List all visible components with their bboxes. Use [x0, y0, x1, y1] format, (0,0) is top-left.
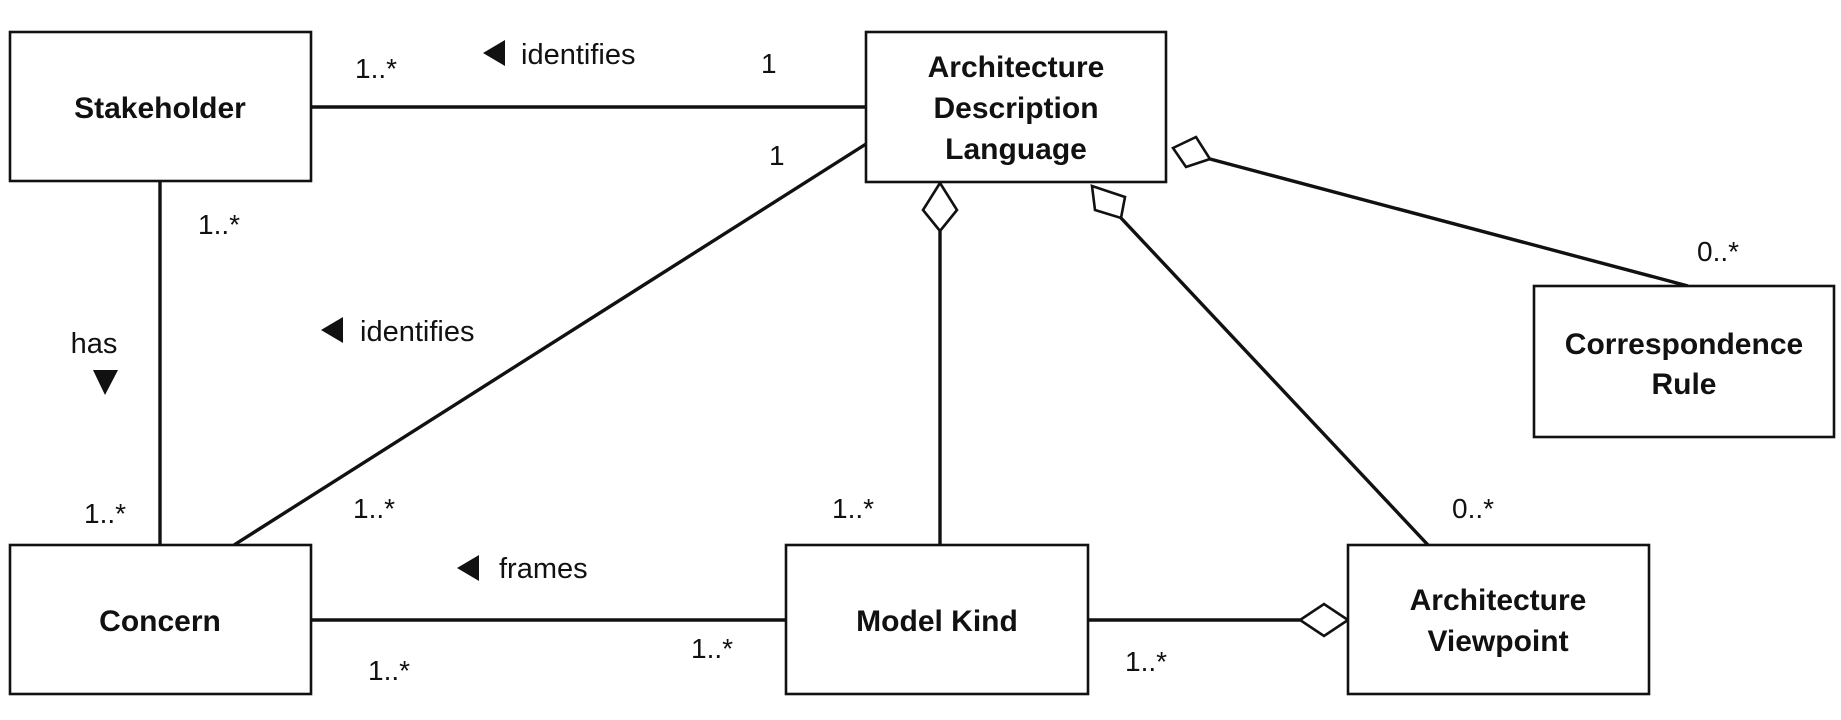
- class-name-model-kind: Model Kind: [856, 605, 1018, 638]
- mult-concern-model-kind-at-model-kind: 1..*: [691, 633, 733, 664]
- direction-left-triangle-icon: [321, 317, 343, 343]
- direction-down-triangle-icon: [93, 370, 118, 395]
- class-box-concern: [8, 543, 313, 696]
- class-box-stakeholder: [8, 30, 313, 183]
- mult-adl-correspondence-rule-at-rule: 0..*: [1697, 236, 1739, 267]
- aggregation-diamond-correspondence-rule-icon: [1171, 135, 1212, 169]
- direction-left-triangle-icon: [457, 555, 479, 581]
- edge-adl-viewpoint: [1119, 216, 1430, 547]
- aggregation-diamond-model-kind-icon: [921, 180, 959, 234]
- mult-adl-concern-at-adl: 1: [769, 140, 785, 171]
- class-box-model-kind: [784, 543, 1090, 696]
- class-box-architecture-description-language: [864, 30, 1168, 184]
- direction-left-triangle-icon: [483, 40, 505, 66]
- assoc-label-concern-model-kind: frames: [499, 553, 588, 585]
- mult-model-kind-viewpoint-at-model-kind: 1..*: [1125, 646, 1167, 677]
- class-name-correspondence-rule-line-2: Rule: [1651, 368, 1716, 401]
- class-box-correspondence-rule: [1532, 284, 1836, 439]
- assoc-label-stakeholder-concern: has: [71, 328, 118, 360]
- aggregation-diamond-architecture-viewpoint-icon: [1297, 602, 1351, 638]
- assoc-label-adl-concern: identifies: [360, 316, 474, 348]
- class-name-concern: Concern: [99, 605, 221, 638]
- mult-stakeholder-adl-at-stakeholder: 1..*: [355, 53, 397, 84]
- mult-stakeholder-concern-at-stakeholder: 1..*: [198, 209, 240, 240]
- edge-adl-concern: [233, 142, 867, 547]
- aggregation-diamond-viewpoint-icon: [1090, 184, 1127, 220]
- mult-adl-viewpoint-at-viewpoint: 0..*: [1452, 493, 1494, 524]
- class-name-adl-line-2: Description: [933, 92, 1098, 125]
- assoc-label-stakeholder-adl: identifies: [521, 39, 635, 71]
- class-name-adl-line-3: Language: [945, 133, 1087, 166]
- class-name-viewpoint-line-1: Architecture: [1410, 584, 1587, 617]
- class-name-viewpoint-line-2: Viewpoint: [1427, 625, 1568, 658]
- class-name-correspondence-rule-line-1: Correspondence: [1565, 328, 1803, 361]
- class-name-stakeholder: Stakeholder: [74, 92, 246, 125]
- mult-adl-model-kind-at-model-kind: 1..*: [832, 493, 874, 524]
- edge-adl-correspondence-rule: [1209, 157, 1689, 288]
- mult-stakeholder-concern-at-concern: 1..*: [84, 498, 126, 529]
- mult-stakeholder-adl-at-adl: 1: [761, 48, 777, 79]
- mult-concern-model-kind-at-concern: 1..*: [368, 655, 410, 686]
- mult-adl-concern-at-concern: 1..*: [353, 493, 395, 524]
- class-name-adl-line-1: Architecture: [928, 51, 1105, 84]
- class-box-architecture-viewpoint: [1346, 543, 1651, 696]
